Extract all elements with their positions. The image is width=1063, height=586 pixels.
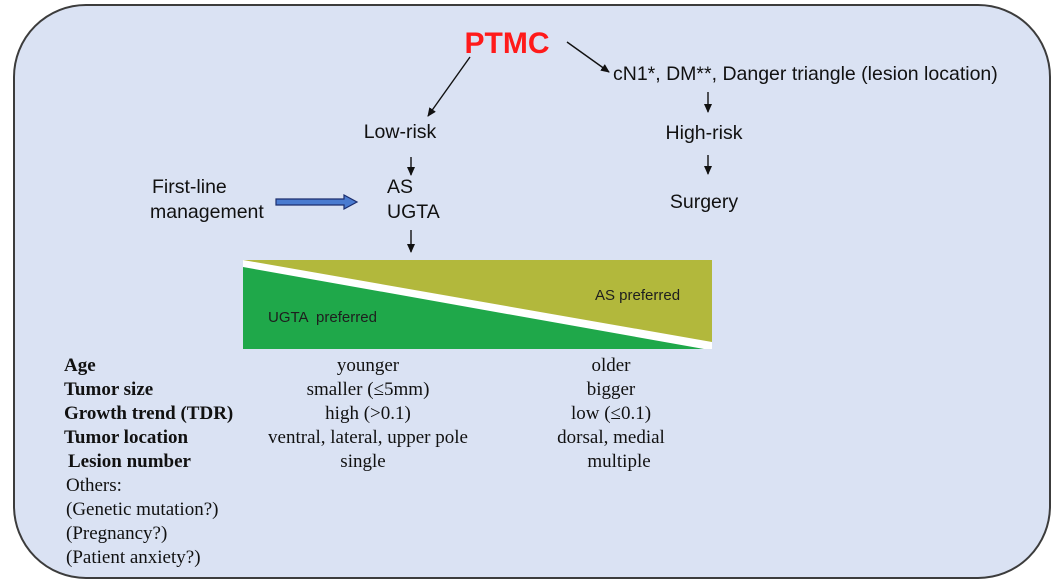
as-preferred-label: AS preferred bbox=[595, 287, 680, 304]
ptmc-title: PTMC bbox=[465, 27, 550, 60]
first-line-label-line2: management bbox=[150, 201, 264, 223]
factor-row: Age younger older bbox=[64, 355, 631, 376]
ugta-preferred-region bbox=[243, 267, 704, 349]
as-value: bigger bbox=[587, 379, 636, 400]
surgery-label: Surgery bbox=[670, 191, 739, 213]
other-factors: Others: (Genetic mutation?) (Pregnancy?)… bbox=[66, 475, 218, 568]
high-risk-criteria: cN1*, DM**, Danger triangle (lesion loca… bbox=[613, 63, 998, 85]
factor-name: Growth trend (TDR) bbox=[64, 403, 233, 424]
preference-scale: AS preferred UGTA preferred bbox=[243, 260, 712, 349]
ugta-value: single bbox=[340, 451, 385, 472]
option-ugta: UGTA bbox=[387, 201, 440, 223]
first-line-arrow bbox=[275, 193, 359, 211]
factor-name: Age bbox=[64, 355, 96, 376]
option-as: AS bbox=[387, 176, 413, 198]
arrow-ptmc-to-low-risk bbox=[427, 56, 471, 117]
ugta-value: younger bbox=[337, 355, 400, 376]
ugta-value: smaller (≤5mm) bbox=[307, 379, 430, 400]
other-factor-item: (Genetic mutation?) bbox=[66, 499, 218, 520]
ugta-preferred-label: UGTA preferred bbox=[268, 309, 377, 326]
factor-row: Growth trend (TDR) high (>0.1) low (≤0.1… bbox=[64, 403, 651, 424]
low-risk-label: Low-risk bbox=[364, 121, 437, 143]
others-label: Others: bbox=[66, 475, 122, 496]
factor-name: Lesion number bbox=[68, 451, 192, 472]
factor-row: Tumor size smaller (≤5mm) bigger bbox=[64, 379, 636, 400]
as-value: low (≤0.1) bbox=[571, 403, 651, 424]
as-preferred-region bbox=[243, 260, 712, 342]
factor-name: Tumor size bbox=[64, 379, 153, 400]
factor-name: Tumor location bbox=[64, 427, 188, 448]
other-factor-item: (Patient anxiety?) bbox=[66, 547, 201, 568]
ugta-value: high (>0.1) bbox=[325, 403, 411, 424]
as-value: multiple bbox=[587, 451, 650, 472]
first-line-label-line1: First-line bbox=[152, 176, 227, 198]
other-factor-item: (Pregnancy?) bbox=[66, 523, 167, 544]
factor-row: Tumor location ventral, lateral, upper p… bbox=[64, 427, 665, 448]
ugta-value: ventral, lateral, upper pole bbox=[268, 427, 468, 448]
factor-row: Lesion number single multiple bbox=[68, 451, 651, 472]
high-risk-label: High-risk bbox=[666, 122, 743, 144]
arrow-ptmc-to-criteria bbox=[566, 41, 610, 73]
as-value: dorsal, medial bbox=[557, 427, 665, 448]
as-value: older bbox=[591, 355, 631, 376]
